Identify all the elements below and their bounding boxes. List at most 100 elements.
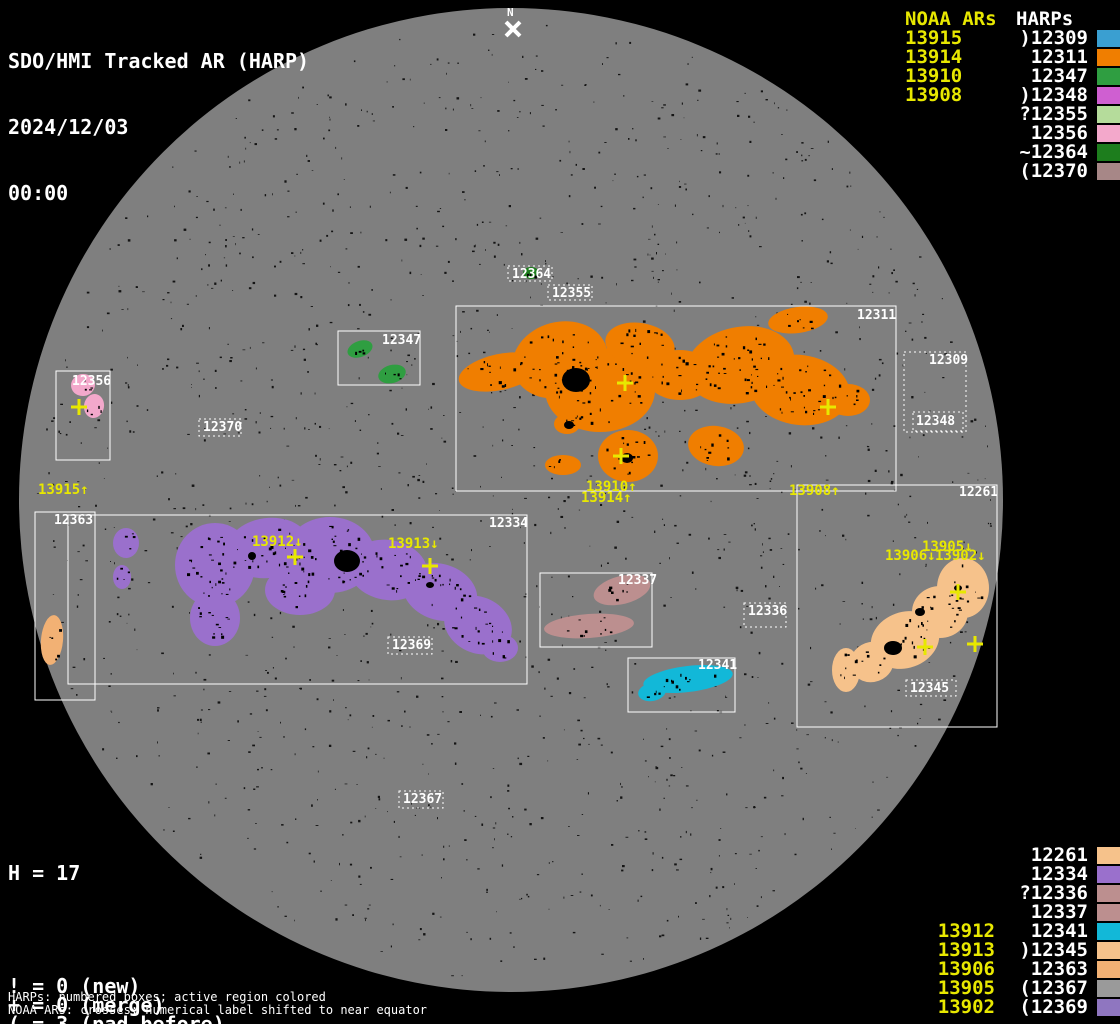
active-region-harp-12334 bbox=[113, 517, 518, 662]
header: SDO/HMI Tracked AR (HARP) 2024/12/03 00:… bbox=[8, 6, 309, 248]
harp-box-12334 bbox=[67, 514, 528, 685]
noaa-cross-13912 bbox=[287, 549, 303, 565]
harp-entry-12334: 12334 bbox=[1030, 863, 1088, 885]
harp-box-12345 bbox=[905, 679, 957, 697]
north-marker-x-icon bbox=[504, 20, 522, 38]
harp-entry-12345: )12345 bbox=[1019, 939, 1088, 961]
sunspot bbox=[562, 368, 590, 392]
sunspot bbox=[248, 552, 256, 560]
harp-swatch-12337 bbox=[1097, 904, 1120, 921]
harp-box-label-12356: 12356 bbox=[72, 374, 111, 389]
sunspot bbox=[915, 608, 925, 616]
noaa-ar-13913: 13913 bbox=[937, 939, 995, 961]
harp-box-12356 bbox=[55, 370, 111, 461]
harp-swatch-12355 bbox=[1097, 106, 1120, 123]
noaa-cross-13914 bbox=[613, 448, 629, 464]
noaa-cross-13906 bbox=[917, 639, 933, 655]
harp-box-label-12355: 12355 bbox=[552, 286, 591, 301]
harp-swatch-12367 bbox=[1097, 980, 1120, 997]
noaa-cross-13910 bbox=[617, 375, 633, 391]
noaa-cross-13913 bbox=[422, 558, 438, 574]
harp-swatch-12370 bbox=[1097, 163, 1120, 180]
harp-box-12348 bbox=[912, 411, 964, 432]
harps-header: HARPs bbox=[1016, 8, 1074, 30]
harp-swatch-12309 bbox=[1097, 30, 1120, 47]
harp-box-label-12367: 12367 bbox=[403, 792, 442, 807]
harp-entry-12337: 12337 bbox=[1030, 901, 1088, 923]
noaa-label-13912: 13912↓ bbox=[252, 534, 303, 550]
harp-box-label-12261: 12261 bbox=[959, 485, 998, 500]
harp-swatch-12347 bbox=[1097, 68, 1120, 85]
noaa-label-13910: 13910↑ bbox=[586, 479, 637, 495]
harp-box-label-12345: 12345 bbox=[910, 681, 949, 696]
active-region-harp-12347 bbox=[347, 340, 406, 384]
harp-box-label-12370: 12370 bbox=[203, 420, 242, 435]
harp-entry-12364: ~12364 bbox=[1019, 141, 1088, 163]
harp-swatch-12261 bbox=[1097, 847, 1120, 864]
noaa-label-13905: 13905↓ bbox=[922, 539, 973, 555]
harp-swatch-12369 bbox=[1097, 999, 1120, 1016]
harp-box-label-12311: 12311 bbox=[857, 308, 896, 323]
active-region-harp-12356 bbox=[71, 373, 105, 418]
harp-box-12341 bbox=[627, 657, 736, 713]
harp-box-12347 bbox=[337, 330, 421, 386]
active-region-harp-12261 bbox=[832, 558, 989, 692]
harp-entry-12341: 12341 bbox=[1030, 920, 1088, 942]
harp-entry-12370: (12370 bbox=[1019, 160, 1088, 182]
harp-entry-12336: ?12336 bbox=[1019, 882, 1088, 904]
noaa-ar-13912: 13912 bbox=[937, 920, 995, 942]
harp-swatch-12364 bbox=[1097, 144, 1120, 161]
stat-line: + = 0 (merge) bbox=[8, 993, 165, 1017]
north-label: N bbox=[507, 6, 514, 19]
active-region-harp-12341 bbox=[638, 664, 733, 702]
active-region-harp-12363 bbox=[40, 615, 64, 665]
solar-disk bbox=[19, 8, 1003, 992]
footnote-noaa: NOAA ARs: crosses; numerical label shift… bbox=[8, 1003, 428, 1017]
harp-box-label-12341: 12341 bbox=[698, 658, 737, 673]
harp-box-label-12348: 12348 bbox=[916, 414, 955, 429]
flag-stats: ! = 0 (new)+ = 0 (merge)( = 3 (pad befor… bbox=[8, 976, 237, 1024]
noaa-ar-13906: 13906 bbox=[937, 958, 995, 980]
app-title: SDO/HMI Tracked AR (HARP) bbox=[8, 49, 310, 73]
harp-box-label-12334: 12334 bbox=[489, 516, 528, 531]
footnote-harps: HARPs: numbered boxes; active region col… bbox=[8, 990, 326, 1004]
harp-entry-12363: 12363 bbox=[1030, 958, 1088, 980]
harp-box-12369 bbox=[387, 636, 433, 655]
noaa-label-13902: 13902↓ bbox=[935, 548, 986, 564]
noaa-ars-header: NOAA ARs bbox=[905, 8, 997, 30]
stats-gap bbox=[8, 921, 237, 939]
harp-entry-12347: 12347 bbox=[1030, 65, 1088, 87]
harp-box-12367 bbox=[398, 790, 444, 809]
harp-swatch-12334 bbox=[1097, 866, 1120, 883]
date-label: 2024/12/03 bbox=[8, 115, 129, 139]
noaa-ar-13908: 13908 bbox=[905, 84, 963, 106]
noaa-label-13915: 13915↑ bbox=[38, 482, 89, 498]
harp-box-12363 bbox=[34, 511, 96, 701]
stats-panel: H = 17 ! = 0 (new)+ = 0 (merge)( = 3 (pa… bbox=[8, 826, 237, 1024]
time-label: 00:00 bbox=[8, 181, 69, 205]
sunspot bbox=[884, 641, 902, 655]
stat-line: ( = 3 (pad before) bbox=[8, 1012, 225, 1024]
harp-entry-12311: 12311 bbox=[1030, 46, 1088, 68]
harp-box-label-12364: 12364 bbox=[512, 267, 551, 282]
harp-entry-12309: )12309 bbox=[1019, 27, 1088, 49]
harp-count: H = 17 bbox=[8, 861, 81, 885]
harp-box-12337 bbox=[539, 572, 653, 648]
sunspot bbox=[564, 421, 574, 429]
harp-box-12355 bbox=[547, 284, 593, 301]
harp-swatch-12336 bbox=[1097, 885, 1120, 902]
harp-entry-12356: 12356 bbox=[1030, 122, 1088, 144]
harp-swatch-12356 bbox=[1097, 125, 1120, 142]
harp-box-12261 bbox=[796, 484, 998, 728]
harp-box-label-12309: 12309 bbox=[929, 353, 968, 368]
harp-box-label-12336: 12336 bbox=[748, 604, 787, 619]
harp-entry-12369: (12369 bbox=[1019, 996, 1088, 1018]
harp-swatch-12311 bbox=[1097, 49, 1120, 66]
harp-box-label-12337: 12337 bbox=[618, 573, 657, 588]
noaa-ar-13914: 13914 bbox=[905, 46, 963, 68]
region-speckles bbox=[49, 273, 984, 698]
noaa-cross-13905 bbox=[950, 584, 966, 600]
noaa-label-13908: 13908↑ bbox=[789, 483, 840, 499]
harp-swatch-12345 bbox=[1097, 942, 1120, 959]
